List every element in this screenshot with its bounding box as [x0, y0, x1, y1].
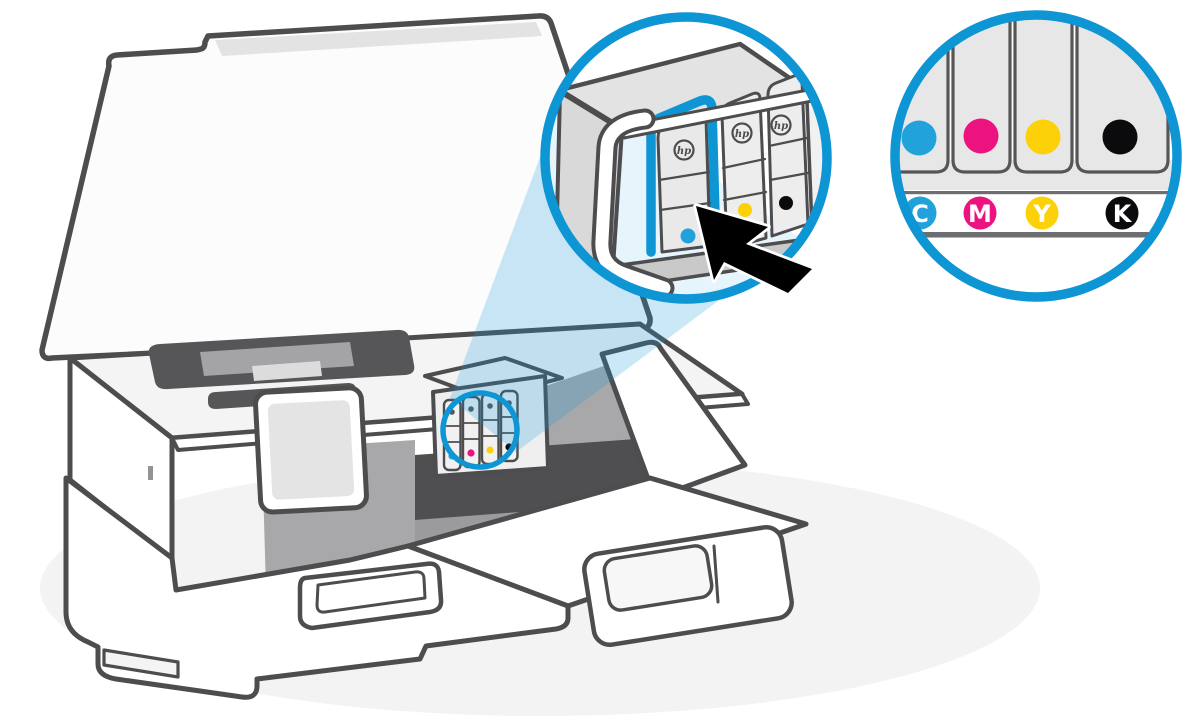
tray-right-extension [582, 524, 794, 648]
ink-dot-black-callout [779, 196, 793, 210]
svg-text:hp: hp [774, 121, 788, 132]
power-indicator-notch [148, 466, 153, 480]
insert-cartridge-callout: hp hp hp [540, 12, 832, 304]
key-divider-thick [899, 232, 1173, 238]
ink-dot-yellow-small [486, 446, 494, 454]
key-slot-yellow [1013, 19, 1074, 174]
hp-logo-icon: hp [673, 139, 695, 161]
key-dot-magenta [963, 118, 999, 154]
output-tray-lip [252, 361, 322, 381]
key-label-magenta: M [963, 196, 997, 230]
tray-handle-notch [102, 648, 180, 679]
color-key-callout: C M Y K [890, 10, 1182, 302]
printer-illustration [39, 13, 809, 700]
svg-text:hp: hp [677, 146, 691, 157]
ink-dot-cyan-callout [680, 228, 696, 244]
control-panel-screen [267, 400, 355, 500]
svg-text:hp: hp [735, 129, 749, 140]
callout-right-wall [804, 74, 823, 234]
key-dot-cyan [901, 120, 937, 156]
ink-carriage [423, 356, 564, 478]
ink-dot-magenta-small [467, 449, 475, 457]
key-label-yellow: Y [1025, 196, 1059, 230]
control-panel [253, 385, 369, 515]
lid-inner-shading [215, 22, 542, 56]
magnifier-beam [450, 77, 801, 452]
key-dot-black [1102, 119, 1138, 155]
hp-logo-icon: hp [731, 122, 753, 144]
svg-text:M: M [968, 200, 992, 228]
ink-dot-yellow-callout [738, 203, 752, 217]
hp-logo-icon: hp [770, 114, 792, 136]
key-label-black: K [1105, 196, 1139, 230]
tray-right-handle-recess [602, 544, 714, 612]
svg-text:Y: Y [1032, 200, 1051, 228]
cursor-arrow-icon [693, 203, 815, 296]
key-divider-thin [899, 191, 1173, 195]
slot-frame [595, 112, 671, 295]
printer-lid [39, 13, 653, 362]
color-key-ring [890, 10, 1182, 302]
svg-text:K: K [1113, 200, 1133, 228]
carriage-highlight-ring [440, 390, 520, 470]
printer-right-wall [599, 339, 748, 501]
callout-ring [540, 12, 832, 304]
tray-front-lip-recess [315, 570, 427, 614]
key-dot-yellow [1025, 119, 1061, 155]
